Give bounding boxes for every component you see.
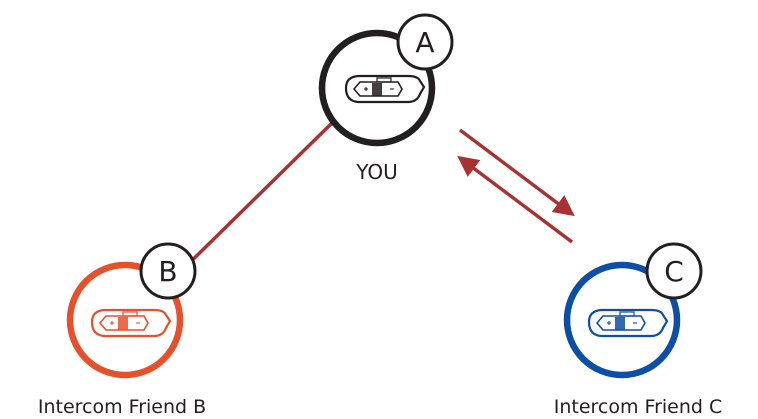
node-a-badge-label: A bbox=[415, 26, 434, 59]
connection-line-a-b bbox=[168, 120, 335, 284]
node-a-caption: YOU bbox=[355, 160, 398, 184]
arrow-to-c bbox=[458, 128, 575, 217]
intercom-device-icon bbox=[344, 74, 426, 104]
node-a-badge bbox=[396, 13, 454, 71]
node-a: A YOU bbox=[318, 13, 454, 184]
intercom-device-icon bbox=[587, 308, 669, 338]
node-b: B Intercom Friend B bbox=[38, 242, 206, 418]
node-b-caption: Intercom Friend B bbox=[38, 396, 206, 418]
node-c-badge-label: C bbox=[664, 255, 684, 288]
node-c-badge bbox=[645, 242, 703, 300]
node-c: C Intercom Friend C bbox=[554, 242, 723, 418]
intercom-device-icon bbox=[90, 308, 172, 338]
node-b-badge bbox=[139, 242, 197, 300]
arrow-to-a bbox=[457, 155, 574, 244]
node-c-caption: Intercom Friend C bbox=[554, 396, 723, 418]
connection-arrows-a-c bbox=[457, 128, 575, 244]
node-b-badge-label: B bbox=[158, 255, 177, 288]
